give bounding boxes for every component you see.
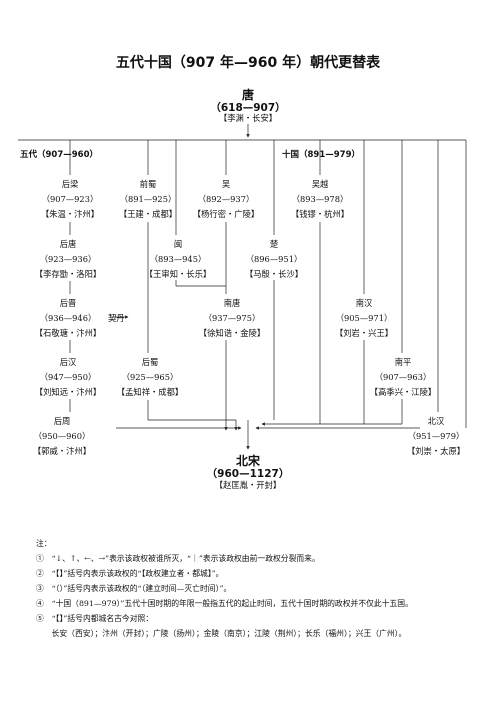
note-item: ① “↓、↑、←、→”表示该政权被谁所灭，“｜”表示该政权由前一政权分裂而来。 [36, 554, 320, 563]
state-founder: 【钱镠・杭州】 [290, 209, 350, 219]
state-years: （936—946） [39, 313, 97, 323]
tang-founder: 【李渊・长安】 [218, 113, 278, 123]
khitan-name: 契丹 [108, 313, 125, 323]
state-founder: 【杨行密・广陵】 [192, 209, 260, 219]
state-nanping: 南平 （907—963） 【高季兴・江陵】 [348, 355, 458, 400]
state-nantang: 南唐 （937—975） 【徐知诰・金陵】 [180, 296, 284, 341]
wudai-label: 五代（907—960） [20, 150, 98, 160]
state-beihan: 北汉 （951—979） 【刘崇・太原】 [386, 414, 486, 459]
state-years: （925—965） [121, 372, 179, 382]
state-years: （947—950） [39, 372, 97, 382]
state-founder: 【徐知诰・金陵】 [198, 328, 266, 338]
state-name: 后晋 [59, 298, 77, 308]
state-chu: 楚 （896—951） 【马殷・长沙】 [222, 237, 326, 282]
state-name: 南平 [394, 357, 412, 367]
state-name: 后梁 [61, 179, 79, 189]
state-years: （951—979） [407, 431, 465, 441]
state-houjin: 后晋 （936—946） 【石敬瑭・汴州】 [16, 296, 120, 341]
state-houliang: 后梁 （907—923） 【朱温・汴州】 [20, 177, 120, 222]
connector-lines [18, 124, 467, 450]
state-houzhou: 后周 （950—960） 【郭威・汴州】 [12, 414, 112, 459]
state-years: （907—963） [374, 372, 432, 382]
state-name: 吴 [221, 179, 231, 189]
state-name: 南汉 [355, 298, 373, 308]
state-years: （907—923） [41, 194, 99, 204]
state-name: 后蜀 [141, 357, 159, 367]
state-houshu: 后蜀 （925—965） 【孟知祥・成都】 [98, 355, 202, 400]
state-name: 后唐 [59, 239, 77, 249]
song-name: 北宋 [235, 454, 260, 468]
state-name: 南唐 [223, 298, 241, 308]
shiguo-label: 十国（891—979） [282, 150, 360, 160]
state-years: （950—960） [33, 431, 91, 441]
state-years: （905—971） [335, 313, 393, 323]
state-name: 后周 [53, 416, 71, 426]
state-founder: 【石敬瑭・汴州】 [34, 328, 102, 338]
state-founder: 【郭威・汴州】 [32, 446, 92, 456]
song-founder: 【赵匡胤・开封】 [214, 480, 282, 490]
tang-name: 唐 [241, 88, 254, 102]
state-wuyue: 吴越 （893—978） 【钱镠・杭州】 [270, 177, 370, 222]
state-founder: 【王建・成都】 [118, 209, 178, 219]
note-item: 长安（西安）；汴州（开封）；广陵（扬州）；金陵（南京）；江陵（荆州）；长乐（福州… [36, 629, 407, 638]
state-founder: 【高季兴・江陵】 [369, 387, 437, 397]
state-nanhan: 南汉 （905—971） 【刘岩・兴王】 [312, 296, 416, 341]
state-name: 楚 [269, 239, 279, 249]
state-name: 吴越 [311, 179, 329, 189]
state-founder: 【朱温・汴州】 [40, 209, 100, 219]
state-founder: 【王审知・长乐】 [144, 269, 212, 279]
note-item: ④ “十国（891—979）”五代十国时期的年限一般指五代的起止时间，五代十国时… [36, 599, 413, 608]
note-item: ⑤ “【】”括号内都城名古今对照： [36, 614, 154, 623]
state-founder: 【马殷・长沙】 [244, 269, 304, 279]
state-khitan: 契丹 [108, 296, 125, 326]
state-houtang: 后唐 （923—936） 【李存勖・洛阳】 [16, 237, 120, 282]
state-founder: 【刘岩・兴王】 [334, 328, 394, 338]
page-title: 五代十国（907 年—960 年）朝代更替表 [115, 55, 381, 71]
state-name: 闽 [173, 239, 183, 249]
state-years: （893—945） [149, 254, 207, 264]
state-years: （892—937） [197, 194, 255, 204]
notes: 注： ① “↓、↑、←、→”表示该政权被谁所灭，“｜”表示该政权由前一政权分裂而… [36, 536, 413, 641]
state-years: （891—925） [119, 194, 177, 204]
state-years: （937—975） [203, 313, 261, 323]
state-founder: 【孟知祥・成都】 [116, 387, 184, 397]
state-founder: 【刘崇・太原】 [406, 446, 466, 456]
state-houhan: 后汉 （947—950） 【刘知远・汴州】 [16, 355, 120, 400]
note-item: ③ “（）”括号内表示该政权的“（建立时间—灭亡时间）”。 [36, 584, 232, 593]
note-item: ② “【】”括号内表示该政权的“【政权建立者・都城】”。 [36, 569, 224, 578]
state-name: 前蜀 [139, 179, 157, 189]
state-qianshu: 前蜀 （891—925） 【王建・成都】 [98, 177, 198, 222]
state-wu: 吴 （892—937） 【杨行密・广陵】 [174, 177, 278, 222]
state-years: （896—951） [245, 254, 303, 264]
tang-years: （618—907） [210, 102, 286, 114]
state-years: （893—978） [291, 194, 349, 204]
state-founder: 【刘知远・汴州】 [34, 387, 102, 397]
state-min: 闽 （893—945） 【王审知・长乐】 [126, 237, 230, 282]
notes-heading: 注： [36, 539, 52, 548]
state-name: 北汉 [427, 416, 445, 426]
state-name: 后汉 [59, 357, 77, 367]
song-years: （960—1127） [206, 468, 290, 480]
state-years: （923—936） [39, 254, 97, 264]
state-founder: 【李存勖・洛阳】 [34, 269, 102, 279]
